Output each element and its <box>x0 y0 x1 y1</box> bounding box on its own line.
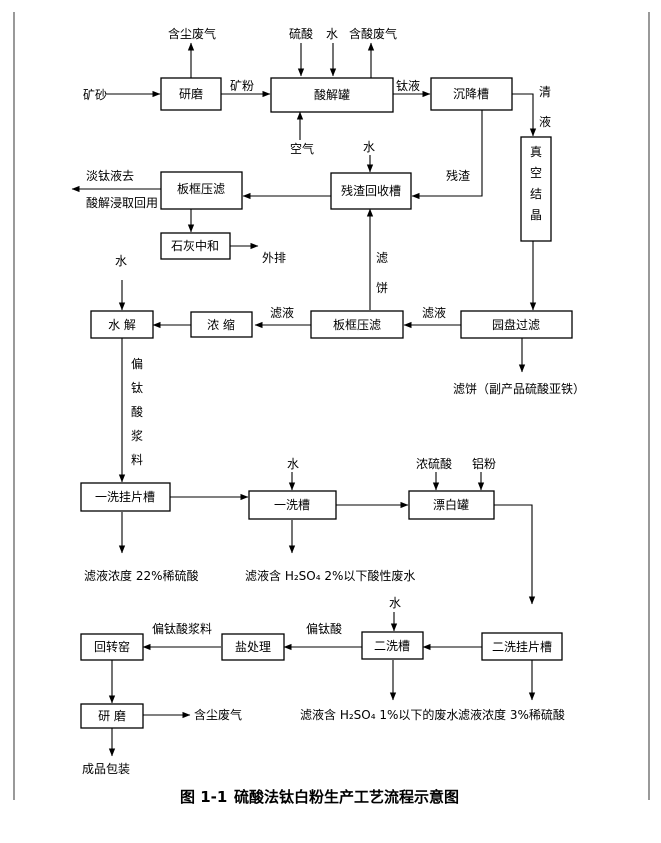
figure-caption: 图 1-1 硫酸法钛白粉生产工艺流程示意图 <box>180 788 459 806</box>
label-conc-sulfuric: 浓硫酸 <box>416 456 452 471</box>
flow-edges <box>71 42 537 757</box>
label-residue: 残渣 <box>446 169 470 183</box>
label-product-packaging: 成品包装 <box>82 762 130 776</box>
node-disc-filter-label: 园盘过滤 <box>492 317 540 332</box>
label-filtrate-1: 滤液含 H₂SO₄ 1%以下的废水 <box>300 707 458 722</box>
node-grinding1-label: 研磨 <box>179 87 203 101</box>
node-grinding2: 研 磨 <box>80 703 144 729</box>
node-concentration: 浓 缩 <box>190 311 253 338</box>
label-metatitanic-acid: 偏钛酸 <box>306 621 342 636</box>
label-air: 空气 <box>290 141 314 156</box>
figure-number: 图 1-1 <box>180 788 227 806</box>
label-dilute-ti-line1: 淡钛液去 <box>86 168 134 183</box>
label-metatitanic-slurry: 偏钛酸浆料 <box>131 356 143 467</box>
node-second-wash-leaf-tank-label: 二洗挂片槽 <box>492 640 552 654</box>
label-dust-gas-bottom: 含尘废气 <box>194 707 242 722</box>
label-filtrate-2: 滤液含 H₂SO₄ 2%以下酸性废水 <box>245 568 415 583</box>
label-filtrate-3: 滤液浓度 3%稀硫酸 <box>458 707 565 722</box>
node-second-wash-tank-label: 二洗槽 <box>374 639 410 653</box>
node-grinding1: 研磨 <box>160 77 222 111</box>
node-hydrolysis-label: 水 解 <box>108 318 136 332</box>
flow-labels: 矿砂 矿粉 含尘废气 硫酸 水 含酸废气 钛液 清液 空气 水 残渣 淡钛液去 … <box>82 26 585 776</box>
label-discharge: 外排 <box>262 251 286 265</box>
label-filter-cake: 滤饼 <box>376 251 388 295</box>
label-water-top: 水 <box>326 27 338 41</box>
node-vacuum-crystallization-label: 真空结晶 <box>530 145 542 222</box>
edge-bleaching-to-secondwash-leaf <box>494 504 536 605</box>
node-acidolysis-tank: 酸解罐 <box>270 77 394 113</box>
label-filtrate-22: 滤液浓度 22%稀硫酸 <box>84 568 199 583</box>
node-disc-filter: 园盘过滤 <box>460 310 573 339</box>
figure-title: 硫酸法钛白粉生产工艺流程示意图 <box>234 788 459 806</box>
node-plate-frame-filter2-label: 板框压滤 <box>333 318 381 332</box>
label-sulfuric-acid: 硫酸 <box>289 26 313 41</box>
process-nodes: 研磨 酸解罐 沉降槽 真空结晶 板框压滤 残渣回收槽 石灰中和 水 解 <box>80 77 573 729</box>
label-titanium-liquor: 钛液 <box>396 78 420 93</box>
node-bleaching-tank-label: 漂白罐 <box>433 497 469 512</box>
node-first-wash-tank-label: 一洗槽 <box>274 498 310 512</box>
label-filtrate-right: 滤液 <box>422 305 446 320</box>
label-dust-gas-top: 含尘废气 <box>168 26 216 41</box>
label-acid-gas: 含酸废气 <box>349 26 397 41</box>
node-plate-frame-filter1-label: 板框压滤 <box>177 182 225 196</box>
node-acidolysis-tank-label: 酸解罐 <box>314 87 350 102</box>
node-first-wash-leaf-tank-label: 一洗挂片槽 <box>95 490 155 504</box>
node-rotary-kiln: 回转窑 <box>80 633 144 661</box>
label-aluminum-powder: 铝粉 <box>472 456 496 471</box>
node-concentration-label: 浓 缩 <box>207 317 235 332</box>
node-rotary-kiln-label: 回转窑 <box>94 639 130 654</box>
edge-settling-to-residue <box>411 110 483 200</box>
label-dilute-ti-line2: 酸解浸取回用 <box>86 195 158 210</box>
label-ore-sand: 矿砂 <box>83 88 107 102</box>
node-second-wash-leaf-tank: 二洗挂片槽 <box>481 632 563 661</box>
label-clear-liquor: 清液 <box>539 85 551 129</box>
label-filtrate-left: 滤液 <box>270 305 294 320</box>
label-ore-powder: 矿粉 <box>230 79 254 93</box>
label-water-hydrolysis: 水 <box>115 254 127 268</box>
node-lime-neutralization-label: 石灰中和 <box>171 238 219 253</box>
node-bleaching-tank: 漂白罐 <box>408 490 495 520</box>
node-salt-treatment-label: 盐处理 <box>235 640 271 654</box>
label-water-wash1: 水 <box>287 457 299 471</box>
node-vacuum-crystallization: 真空结晶 <box>520 136 552 242</box>
node-first-wash-leaf-tank: 一洗挂片槽 <box>80 482 171 512</box>
label-byproduct: 滤饼（副产品硫酸亚铁） <box>453 381 585 396</box>
node-plate-frame-filter2: 板框压滤 <box>310 310 404 339</box>
label-water-residue: 水 <box>363 140 375 154</box>
node-residue-recovery-tank: 残渣回收槽 <box>330 172 412 210</box>
node-first-wash-tank: 一洗槽 <box>248 490 337 520</box>
node-hydrolysis: 水 解 <box>90 310 154 339</box>
label-metatitanic-slurry2: 偏钛酸浆料 <box>152 621 212 636</box>
node-salt-treatment: 盐处理 <box>221 633 285 661</box>
label-water-wash2: 水 <box>389 596 401 610</box>
node-second-wash-tank: 二洗槽 <box>361 631 424 660</box>
node-residue-recovery-tank-label: 残渣回收槽 <box>341 184 401 198</box>
node-lime-neutralization: 石灰中和 <box>160 232 231 260</box>
node-settling-tank-label: 沉降槽 <box>453 87 489 101</box>
node-grinding2-label: 研 磨 <box>98 709 126 723</box>
edge-settling-to-crystallization <box>512 93 537 137</box>
node-plate-frame-filter1: 板框压滤 <box>160 171 243 210</box>
node-settling-tank: 沉降槽 <box>430 77 513 111</box>
